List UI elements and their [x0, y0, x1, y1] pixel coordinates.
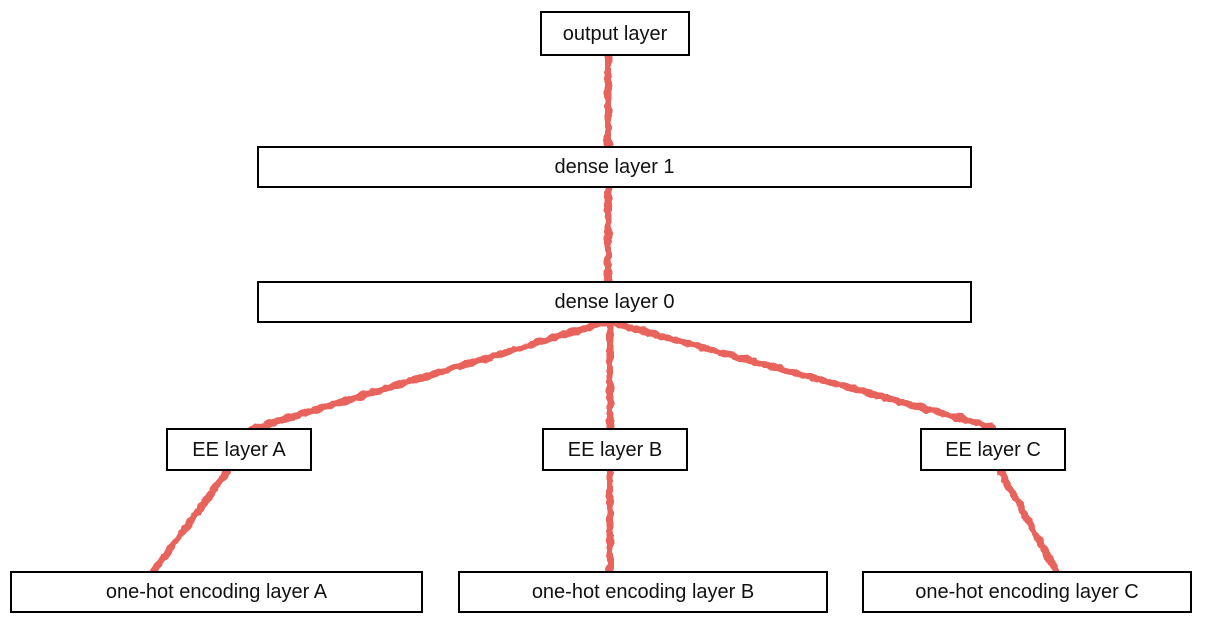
- node-label-dense1: dense layer 1: [554, 156, 675, 178]
- edge-ee-a-onehot-a: [149, 468, 231, 576]
- edge-dense0-ee-a: [248, 318, 610, 433]
- node-onehot-encoding-layer-a: one-hot encoding layer A: [10, 571, 423, 613]
- node-onehot-encoding-layer-b: one-hot encoding layer B: [458, 571, 828, 613]
- node-dense-layer-0: dense layer 0: [257, 281, 972, 323]
- node-label-onehot-c: one-hot encoding layer C: [915, 581, 1139, 603]
- node-label-ee-a: EE layer A: [192, 438, 286, 461]
- node-ee-layer-c: EE layer C: [920, 428, 1066, 471]
- node-label-output: output layer: [562, 22, 668, 45]
- node-output-layer: output layer: [540, 11, 690, 56]
- node-dense-layer-1: dense layer 1: [257, 146, 972, 188]
- node-onehot-encoding-layer-c: one-hot encoding layer C: [862, 571, 1192, 613]
- node-ee-layer-a: EE layer A: [166, 428, 312, 471]
- node-label-onehot-a: one-hot encoding layer A: [105, 581, 328, 603]
- node-label-onehot-b: one-hot encoding layer B: [531, 581, 755, 603]
- node-label-ee-b: EE layer B: [567, 438, 663, 461]
- edge-ee-c-onehot-c: [997, 468, 1061, 576]
- node-label-dense0: dense layer 0: [554, 291, 675, 313]
- node-ee-layer-b: EE layer B: [542, 428, 688, 471]
- edge-dense0-ee-c: [606, 318, 996, 431]
- node-label-ee-c: EE layer C: [945, 438, 1041, 461]
